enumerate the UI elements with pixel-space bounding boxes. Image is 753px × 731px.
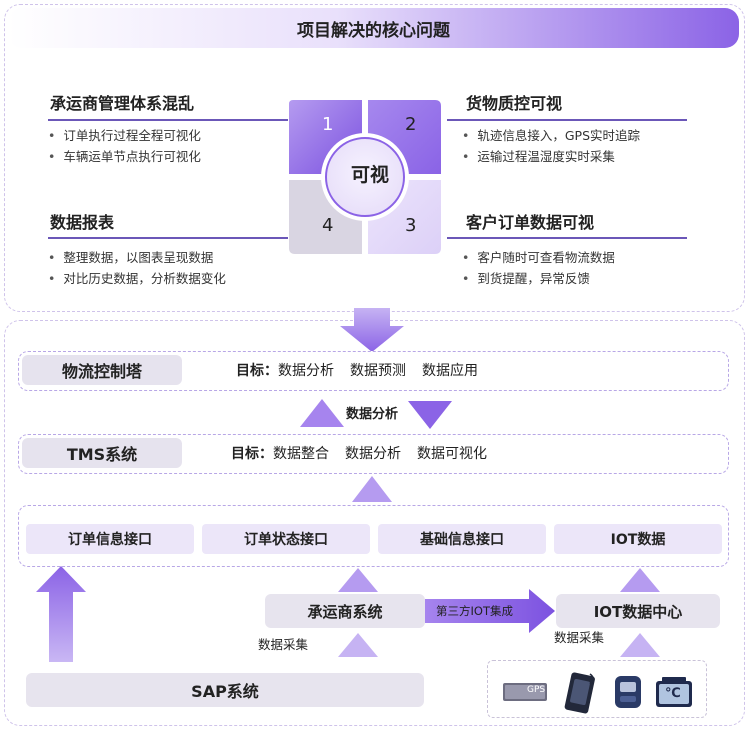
tms-label: TMS系统: [22, 438, 182, 468]
gps-text: GPS: [527, 685, 546, 695]
quadrant-1-underline: [48, 119, 288, 121]
iot-center-box: IOT数据中心: [556, 594, 720, 628]
wheel-center-label: 可视: [350, 164, 389, 186]
arrow-up-icon: [620, 568, 660, 592]
carrier-system-box: 承运商系统: [265, 594, 425, 628]
quadrant-2-title: 货物质控可视: [466, 94, 563, 113]
control-tower-label: 物流控制塔: [22, 355, 182, 385]
iot-collect-label: 数据采集: [554, 630, 605, 645]
arrow-up-icon: [352, 476, 392, 502]
wheel-segment-2: [368, 100, 441, 174]
quadrant-3-underline: [48, 237, 288, 239]
goal-item: 数据可视化: [417, 446, 487, 462]
goal-label: 目标：: [231, 446, 273, 462]
interface-base-info: 基础信息接口: [378, 524, 546, 554]
goal-label: 目标：: [236, 363, 278, 379]
control-tower-goals: 目标：数据分析数据预测数据应用: [236, 360, 478, 380]
thermometer-box-icon: ℃: [656, 677, 692, 707]
quadrant-3-title: 数据报表: [50, 213, 115, 232]
goal-item: 数据分析: [345, 446, 401, 462]
goal-item: 数据分析: [278, 363, 334, 379]
arrow-up-icon: [338, 633, 378, 657]
goal-item: 数据预测: [350, 363, 406, 379]
quadrant-4-bullet: 到货提醒，异常反馈: [462, 268, 590, 287]
page-title: 项目解决的核心问题: [8, 8, 739, 48]
quadrant-3-bullet: 整理数据，以图表呈现数据: [48, 247, 213, 266]
wheel-number-1: 1: [322, 114, 334, 135]
goal-item: 数据应用: [422, 363, 478, 379]
wheel-segment-3: [368, 180, 441, 254]
arrow-down-icon: [340, 308, 404, 352]
sap-system-box: SAP系统: [26, 673, 424, 707]
quadrant-1-bullet: 车辆运单节点执行可视化: [48, 146, 201, 165]
page-title-text: 项目解决的核心问题: [297, 20, 450, 41]
handheld-tag-icon: [564, 672, 595, 714]
arrow-right-icon: [425, 589, 555, 633]
quadrant-3-bullet: 对比历史数据，分析数据变化: [48, 268, 226, 287]
arrow-up-icon: [36, 566, 86, 662]
visibility-wheel: [289, 100, 441, 254]
quadrant-4-underline: [447, 237, 687, 239]
third-party-iot-label: 第三方IOT集成: [436, 604, 513, 618]
wheel-segment-1: [289, 100, 362, 174]
quadrant-2-bullet: 轨迹信息接入，GPS实时追踪: [462, 125, 640, 144]
arrow-up-icon: [620, 633, 660, 657]
gps-box-icon: GPS: [503, 681, 547, 703]
quadrant-1-title: 承运商管理体系混乱: [50, 94, 195, 113]
exchange-label: 数据分析: [346, 407, 399, 422]
interface-iot-data: IOT数据: [554, 524, 722, 554]
wheel-number-3: 3: [405, 215, 417, 236]
arrow-up-icon: [338, 568, 378, 592]
wheel-number-4: 4: [322, 215, 334, 236]
wheel-number-2: 2: [405, 114, 417, 135]
quadrant-2-underline: [447, 119, 687, 121]
arrow-down-icon: [408, 401, 452, 429]
quadrant-1-bullet: 订单执行过程全程可视化: [48, 125, 201, 144]
quadrant-2-bullet: 运输过程温湿度实时采集: [462, 146, 615, 165]
meter-icon: [615, 676, 641, 708]
wheel-segment-4: [289, 180, 362, 254]
interface-order-info: 订单信息接口: [26, 524, 194, 554]
carrier-collect-label: 数据采集: [258, 637, 309, 652]
goal-item: 数据整合: [273, 446, 329, 462]
tms-goals: 目标：数据整合数据分析数据可视化: [231, 443, 487, 463]
quadrant-4-bullet: 客户随时可查看物流数据: [462, 247, 615, 266]
temperature-text: ℃: [665, 686, 681, 701]
quadrant-4-title: 客户订单数据可视: [466, 213, 595, 232]
interface-order-status: 订单状态接口: [202, 524, 370, 554]
arrow-up-icon: [300, 399, 344, 427]
